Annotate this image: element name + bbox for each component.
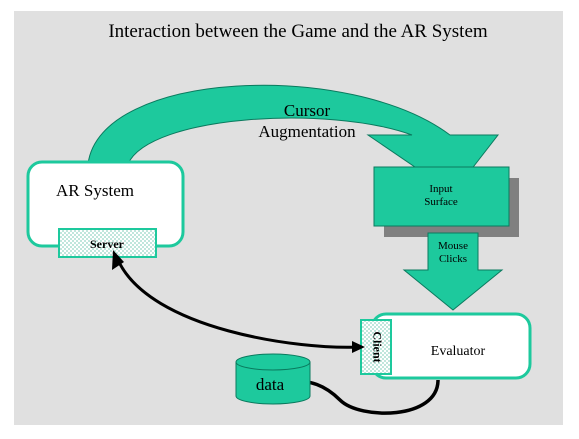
database-cylinder-icon [235, 353, 311, 405]
data-store-label: data [256, 375, 285, 394]
evaluator-label: Evaluator [431, 344, 486, 359]
server-arrowhead [112, 250, 124, 270]
cursor-augmentation-label-line2: Augmentation [258, 122, 356, 141]
mouse-clicks-label-line1: Mouse [438, 240, 468, 252]
client-arrowhead [352, 341, 365, 353]
input-surface-box [373, 166, 510, 227]
diagram-title: Interaction between the Game and the AR … [108, 21, 488, 42]
cursor-augmentation-label-line1: Cursor [284, 101, 331, 120]
mouse-clicks-arrow [402, 232, 504, 311]
evaluator-data-connector [289, 379, 440, 415]
cursor-augmentation-arrow [87, 84, 500, 194]
server-panel [58, 228, 157, 258]
client-label: Client [370, 331, 384, 362]
ar-system-label: AR System [56, 181, 134, 200]
input-surface-label-line1: Input [429, 183, 452, 195]
server-label: Server [90, 237, 125, 251]
server-client-connector [116, 259, 361, 349]
mouse-clicks-label-line2: Clicks [439, 253, 467, 265]
client-panel [360, 319, 392, 375]
input-surface-label-line2: Surface [424, 196, 458, 208]
